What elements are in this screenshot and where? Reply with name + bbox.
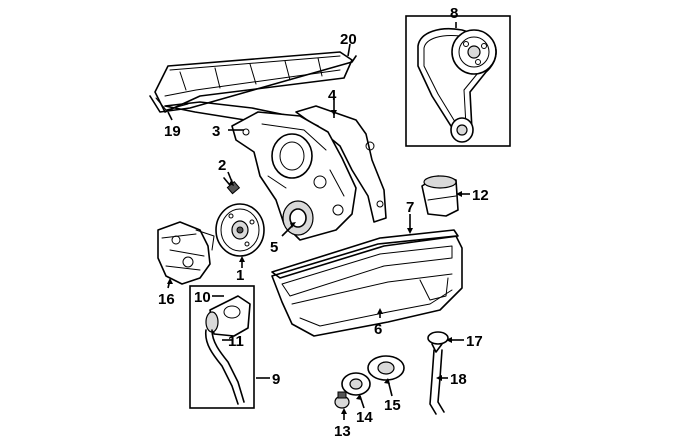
callout-8: 8 [450,5,458,22]
callout-16: 16 [158,291,175,308]
callout-13: 13 [334,423,351,440]
callout-11: 11 [228,333,244,350]
timing-set-box [405,15,511,147]
oil-pan-gasket [271,229,459,279]
oil-filter [421,175,459,217]
callout-7: 7 [406,199,414,216]
callout-20: 20 [340,31,357,48]
callout-9: 9 [272,371,280,388]
callout-6: 6 [374,321,382,338]
seal-large [367,355,405,381]
valve-cover [149,51,357,113]
callout-2: 2 [218,157,226,174]
pickup-box [189,285,255,409]
callout-17: 17 [466,333,483,350]
callout-18: 18 [450,371,467,388]
oil-pump [157,221,215,285]
callout-14: 14 [356,409,373,426]
callout-5: 5 [270,239,278,256]
oil-pan [271,235,463,337]
callout-10: 10 [194,289,211,306]
callout-4: 4 [328,87,337,104]
callout-19: 19 [164,123,181,140]
crank-sprocket [450,117,474,143]
cam-sprocket [451,29,497,75]
callout-15: 15 [384,397,401,414]
dipstick-tube [429,349,445,415]
callout-1: 1 [236,267,244,284]
pickup-tube [204,329,245,405]
timing-cover-gasket [295,105,387,223]
seal-small [341,372,371,396]
harmonic-balancer [215,203,265,257]
leader-arrowheads [167,110,462,414]
callout-12: 12 [472,187,489,204]
timing-cover [231,111,357,241]
plug [334,391,350,409]
oil-pump-pickup [205,295,251,337]
dipstick-handle [427,331,449,353]
callout-labels: 1 2 3 4 5 6 7 8 9 10 11 12 13 14 15 16 1… [158,5,489,440]
callout-3: 3 [212,123,220,140]
